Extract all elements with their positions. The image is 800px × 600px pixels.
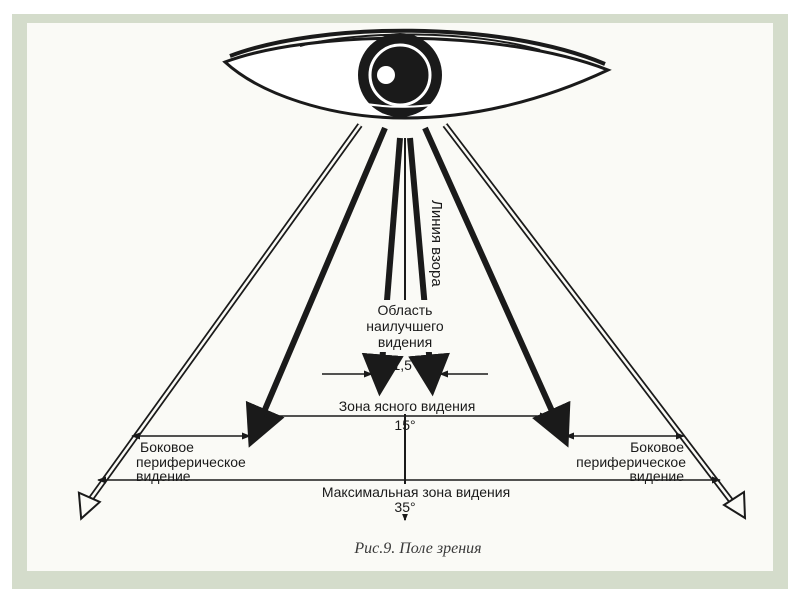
lateral-left-label-line1: Боковое — [140, 439, 194, 455]
angle-max-label: 35° — [394, 499, 415, 515]
clear-zone-label: Зона ясного видения — [339, 398, 476, 414]
inner-right-ray — [422, 126, 571, 448]
angle-clear-label: 15° — [394, 417, 415, 433]
best-vision-label-line1: Область — [378, 302, 433, 318]
gaze-line-label: Линия взора — [428, 200, 445, 287]
best-vision-label-line3: видения — [378, 334, 432, 350]
eye-icon — [222, 28, 612, 120]
lateral-right-label-line1: Боковое — [630, 439, 684, 455]
lateral-left-label-line2: периферическое — [136, 454, 246, 470]
lateral-left-label-line3: видение — [136, 468, 191, 484]
inner-left-ray — [245, 126, 388, 448]
lateral-right-label-line2: периферическое — [576, 454, 686, 470]
best-vision-label-line2: наилучшего — [366, 318, 444, 334]
figure-caption: Рис.9. Поле зрения — [353, 540, 481, 557]
angle-best-label: 1,5° — [392, 357, 417, 373]
max-zone-label: Максимальная зона видения — [322, 484, 510, 500]
lateral-right-label-line3: видение — [629, 468, 684, 484]
